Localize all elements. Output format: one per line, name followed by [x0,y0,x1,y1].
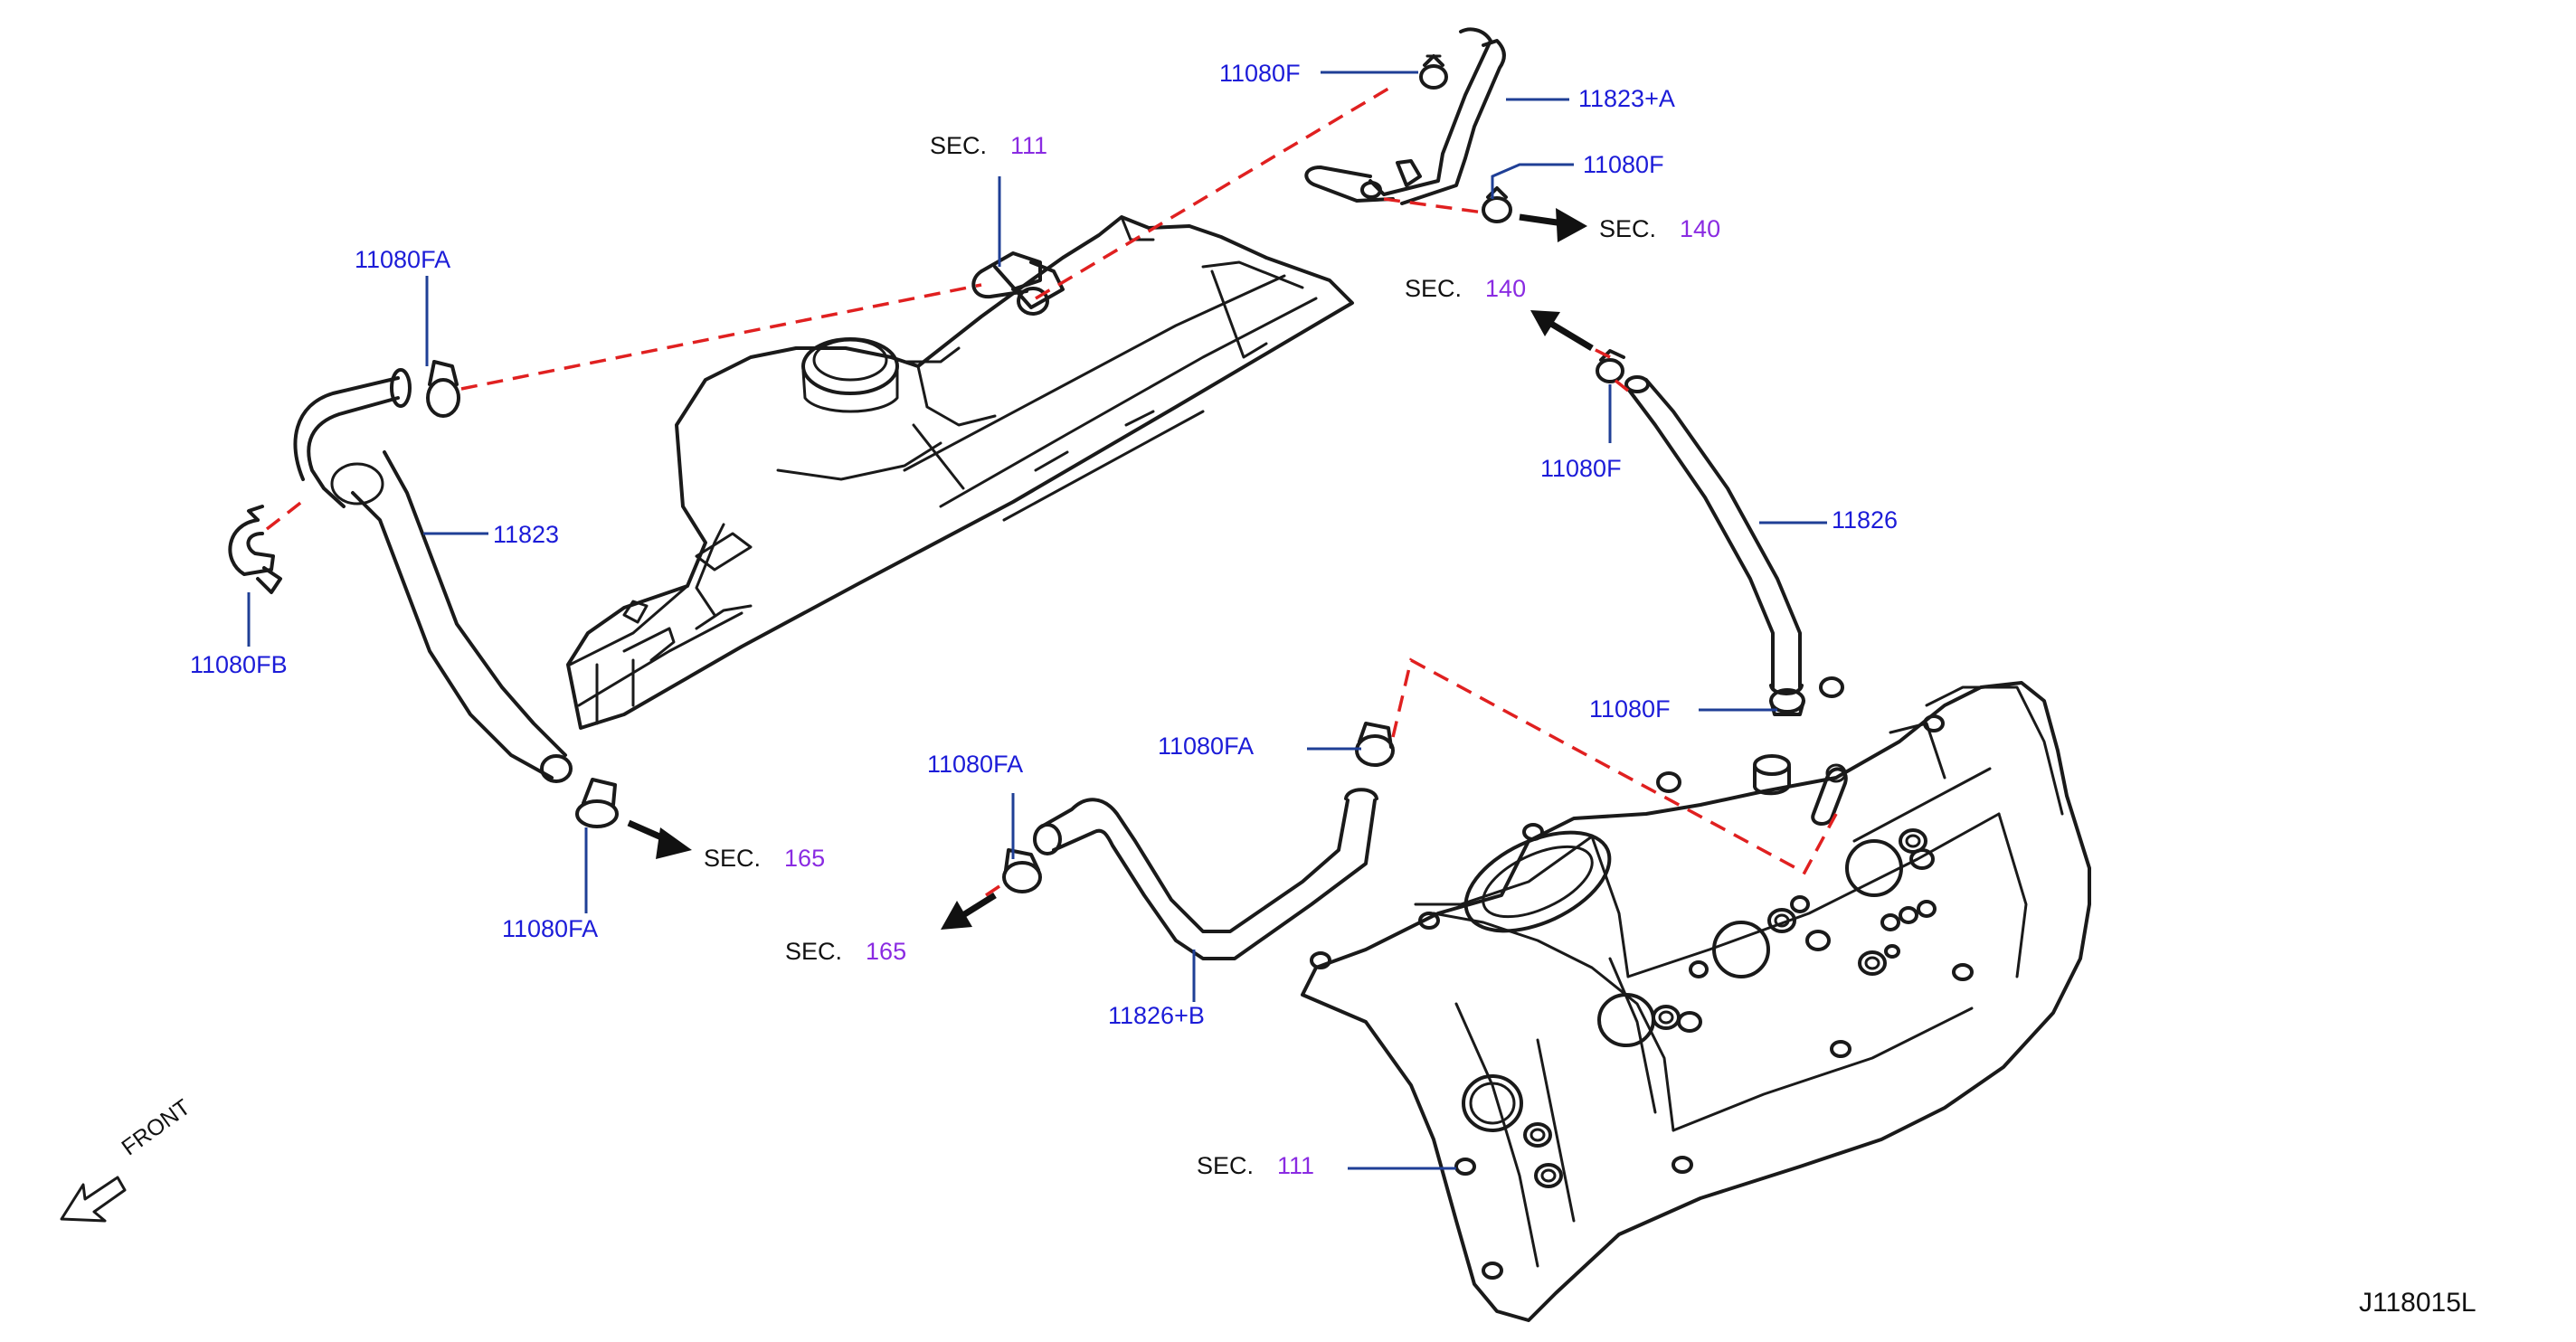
hose-11826 [1624,375,1804,695]
part-label-11080fb: 11080FB [190,651,288,678]
rocker-cover-right [1301,676,2091,1322]
part-label-11080f-mid-right: 11080F [1540,455,1622,482]
rocker-cover-left [566,215,1354,730]
sec-number: 111 [1010,132,1048,159]
hose-11823 [293,368,573,783]
part-label-11826: 11826 [1832,506,1899,534]
part-label-11823a: 11823+A [1578,85,1675,112]
part-label-11080f-top: 11080F [1219,60,1301,87]
diagram-code: J118015L [2359,1288,2477,1318]
clamp-11080fa-top-left [426,360,460,418]
sec-140-mid[interactable]: SEC. 140 [1405,275,1526,302]
clamp-11080f-top [1419,54,1448,90]
sec-number: 165 [866,938,907,965]
part-label-11826b: 11826+B [1108,1002,1205,1029]
clamp-11080fb [228,505,282,594]
leader-lines [247,71,1827,1170]
sec-number: 140 [1680,215,1721,242]
part-label-11080f-upper-right: 11080F [1583,151,1664,178]
hose-11823a [1304,27,1506,205]
clamp-11080fa-center-right [1355,722,1395,767]
part-label-11080fa-top-left: 11080FA [355,246,451,273]
sec-140-right[interactable]: SEC. 140 [1599,215,1720,242]
sec-word: SEC. [1405,275,1463,302]
clamp-11080f-upper-right [1482,186,1512,223]
sec-111-bottom[interactable]: SEC. 111 [1197,1152,1314,1179]
sec-word: SEC. [785,938,843,965]
clamp-11080f-mid-right [1596,349,1625,383]
sec-word: SEC. [1599,215,1657,242]
direction-arrows [627,208,1594,930]
connection-lines [265,84,1838,897]
clamp-11080fa-center-left [1002,848,1042,893]
sec-number: 140 [1485,275,1527,302]
sec-word: SEC. [930,132,988,159]
sec-number: 165 [784,845,826,872]
sec-165-center[interactable]: SEC. 165 [785,938,906,965]
sec-word: SEC. [704,845,762,872]
hose-11826b [1033,788,1378,960]
sec-165-left[interactable]: SEC. 165 [704,845,825,872]
part-label-11823: 11823 [493,521,560,548]
part-label-11080fa-center-right: 11080FA [1158,732,1255,760]
part-label-11080f-lower-right: 11080F [1589,695,1671,723]
clamp-11080f-lower-right [1769,688,1805,716]
sec-word: SEC. [1197,1152,1255,1179]
sec-number: 111 [1277,1152,1315,1179]
clamp-11080fa-bottom-left [575,778,619,828]
part-label-11080fa-bottom-left: 11080FA [502,915,599,942]
front-arrow-icon [60,1176,127,1223]
part-label-11080fa-center-left: 11080FA [927,751,1024,778]
sec-111-top[interactable]: SEC. 111 [930,132,1047,159]
